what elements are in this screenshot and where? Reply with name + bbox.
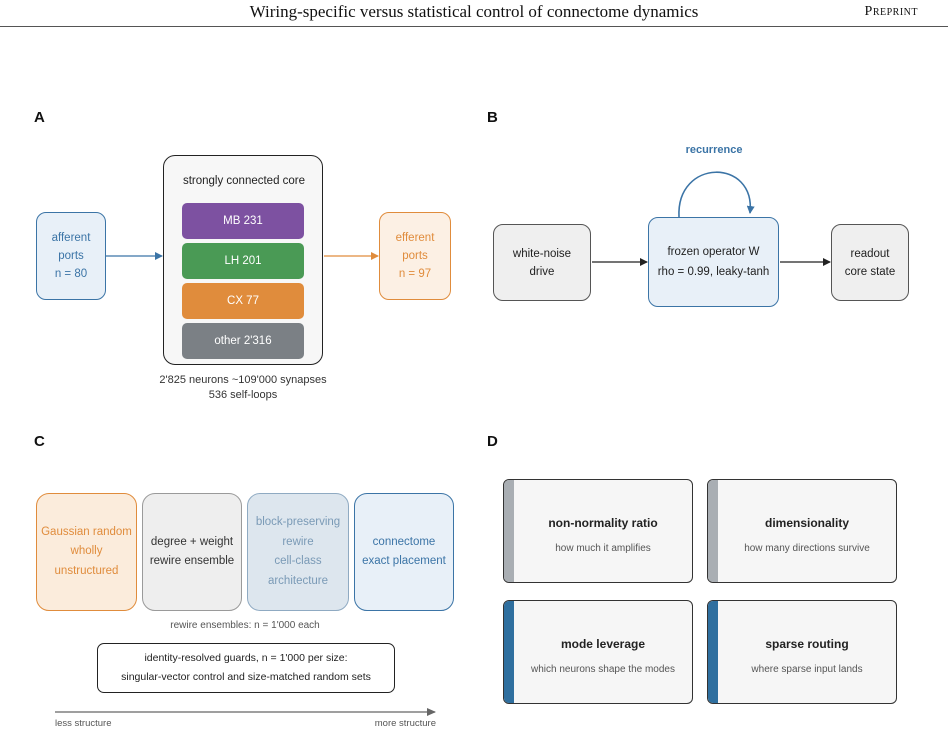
card-subtitle: how much it amplifies: [555, 543, 651, 554]
readout-box: readout core state: [831, 224, 909, 301]
connectome-line2: exact placement: [362, 555, 446, 567]
null-block-line4: architecture: [267, 574, 329, 587]
recurrence-label: recurrence: [685, 144, 743, 156]
guards-line2: singular-vector control and size-matched…: [121, 671, 371, 683]
card-sparse-routing: sparse routing where sparse input lands: [707, 600, 897, 704]
readout-line2: core state: [844, 265, 896, 278]
card-title: sparse routing: [765, 637, 849, 651]
card-subtitle: where sparse input lands: [751, 664, 863, 675]
card-title: dimensionality: [764, 516, 850, 530]
panel-letter-b: B: [487, 109, 498, 126]
connectome-box: connectome exact placement: [354, 493, 454, 611]
running-title: Wiring-specific versus statistical contr…: [249, 2, 699, 21]
afferent-label: afferent: [51, 232, 91, 244]
readout-line1: readout: [850, 247, 890, 260]
null-block-box: block-preserving rewire cell-class archi…: [247, 493, 349, 611]
drive-line1: white-noise: [512, 247, 572, 260]
null-degree-line1: degree + weight: [150, 535, 234, 548]
header-rule: [0, 26, 948, 27]
efferent-ports-box: efferent ports n = 97: [379, 212, 451, 300]
core-title: strongly connected core: [182, 175, 306, 187]
connectome-line1: connectome: [372, 535, 436, 548]
preprint-tag: Preprint: [864, 4, 918, 19]
card-strip: [708, 601, 718, 703]
drive-box: white-noise drive: [493, 224, 591, 301]
null-degree-box: degree + weight rewire ensemble: [142, 493, 242, 611]
card-title: mode leverage: [560, 637, 646, 651]
panel-letter-d: D: [487, 433, 498, 450]
afferent-ports-label: ports: [58, 250, 84, 262]
afferent-count: n = 80: [54, 268, 88, 280]
null-gaussian-line3: unstructured: [54, 564, 119, 577]
panel-letter-c: C: [34, 433, 45, 450]
null-gaussian-line1: Gaussian random: [41, 525, 132, 538]
null-gaussian-box: Gaussian random wholly unstructured: [36, 493, 137, 611]
null-block-line2: rewire: [282, 535, 314, 548]
operator-line2: rho = 0.99, leaky-tanh: [657, 266, 770, 278]
band-mb: MB 231: [182, 203, 304, 239]
core-caption-line2: 536 self-loops: [208, 389, 278, 401]
guards-box: identity-resolved guards, n = 1'000 per …: [97, 643, 395, 693]
axis-left-label: less structure: [55, 718, 112, 729]
card-strip: [504, 601, 514, 703]
core-caption: 2'825 neurons ~109'000 synapses 536 self…: [143, 373, 343, 403]
null-gaussian-line2: wholly: [70, 545, 103, 558]
efferent-label: efferent: [395, 232, 435, 244]
efferent-count: n = 97: [398, 268, 432, 280]
axis-right-label: more structure: [374, 718, 436, 729]
drive-line2: drive: [529, 265, 555, 278]
card-strip: [504, 480, 514, 582]
card-subtitle: how many directions survive: [744, 543, 870, 554]
operator-box: frozen operator W rho = 0.99, leaky-tanh: [648, 217, 779, 307]
efferent-ports-label: ports: [402, 250, 428, 262]
null-block-line1: block-preserving: [255, 516, 341, 528]
core-caption-line1: 2'825 neurons ~109'000 synapses: [159, 374, 327, 386]
card-strip: [708, 480, 718, 582]
card-dimensionality: dimensionality how many directions survi…: [707, 479, 897, 583]
card-mode-leverage: mode leverage which neurons shape the mo…: [503, 600, 693, 704]
operator-line1: frozen operator W: [667, 246, 760, 258]
null-degree-line2: rewire ensemble: [149, 555, 235, 567]
recurrence-loop: [678, 171, 755, 218]
core-box: strongly connected core MB 231 LH 201 CX…: [163, 155, 323, 365]
band-other: other 2'316: [182, 323, 304, 359]
card-non-normality: non-normality ratio how much it amplifie…: [503, 479, 693, 583]
null-block-line3: cell-class: [274, 555, 322, 567]
card-subtitle: which neurons shape the modes: [531, 664, 675, 675]
card-title: non-normality ratio: [548, 516, 658, 530]
band-cx: CX 77: [182, 283, 304, 319]
ensembles-note: rewire ensembles: n = 1'000 each: [170, 620, 320, 631]
guards-line1: identity-resolved guards, n = 1'000 per …: [144, 652, 348, 664]
band-lh: LH 201: [182, 243, 304, 279]
afferent-ports-box: afferent ports n = 80: [36, 212, 106, 300]
panel-letter-a: A: [34, 109, 45, 126]
